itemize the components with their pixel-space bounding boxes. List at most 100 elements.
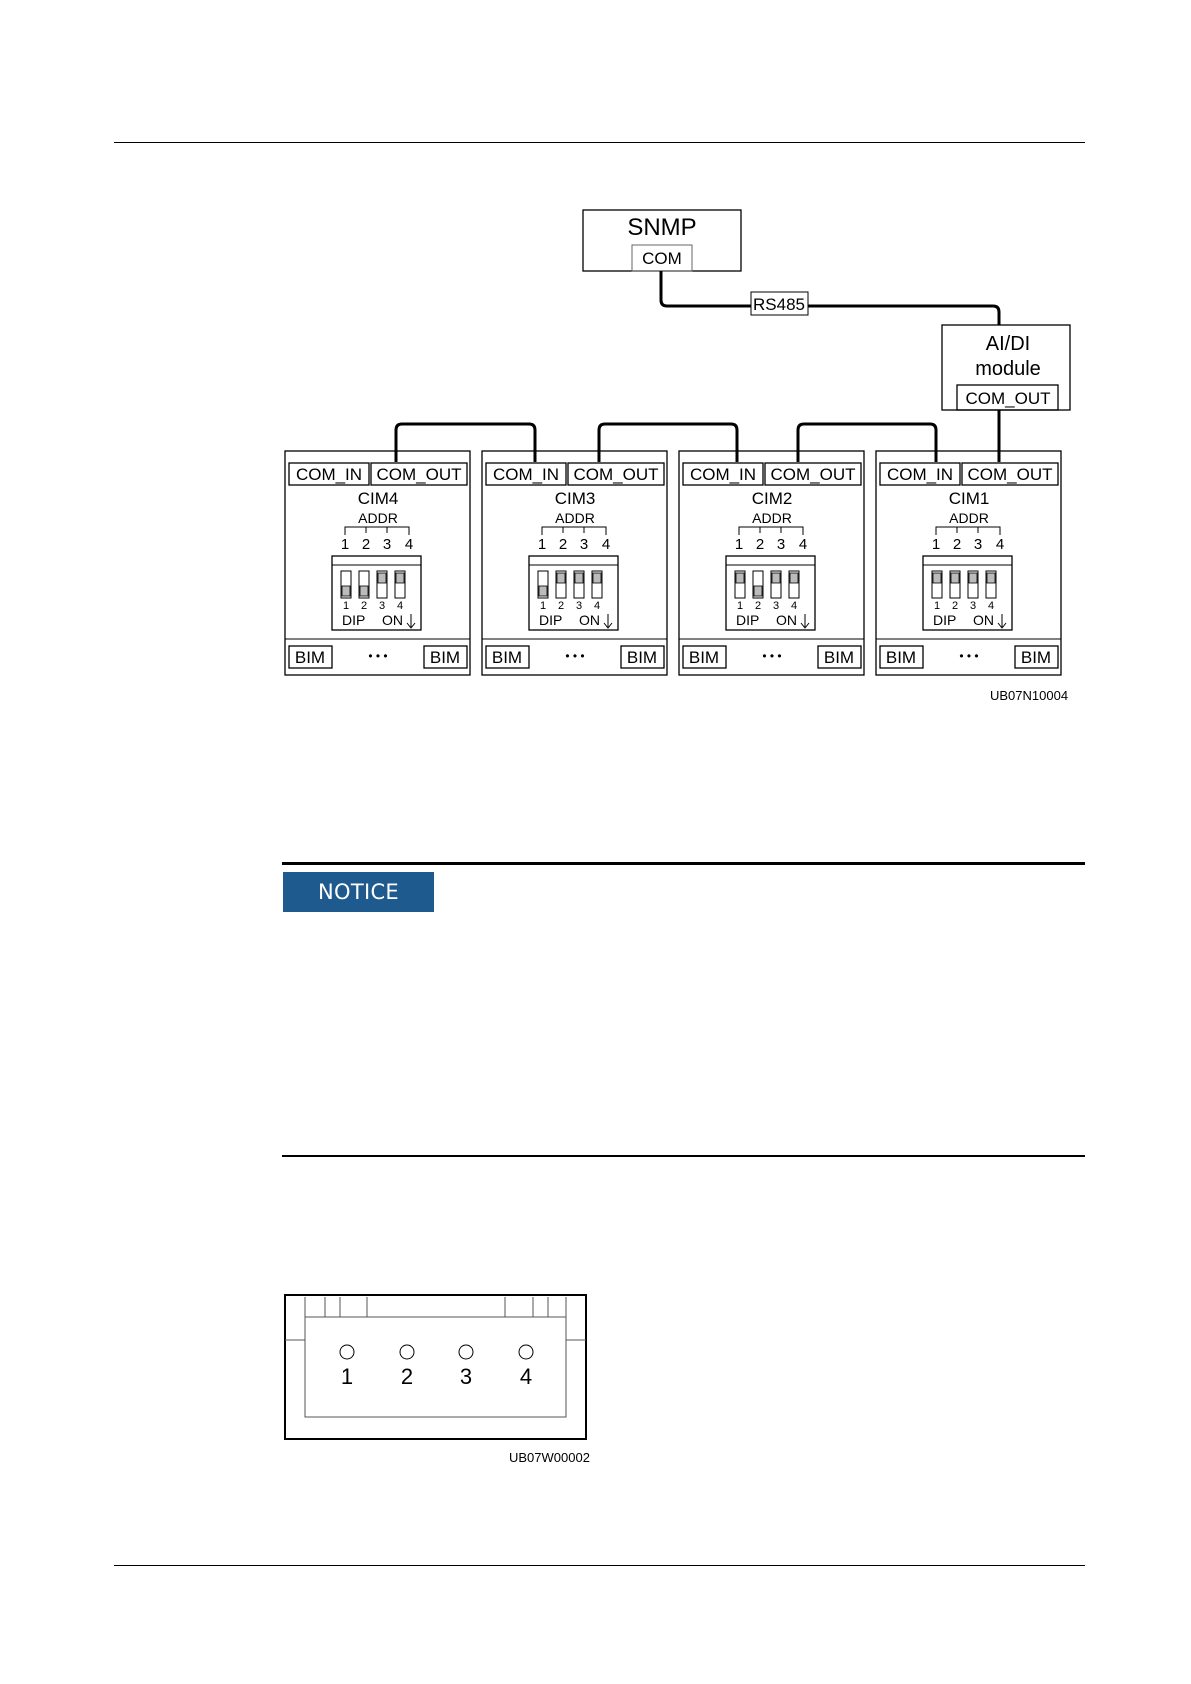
addr-number: 2: [953, 536, 961, 553]
dip-label: DIP: [736, 612, 759, 628]
dip-number: 2: [952, 600, 958, 612]
dip-number: 3: [970, 600, 976, 612]
bim-port-right: [1014, 645, 1059, 669]
com-in-port: [682, 462, 764, 486]
dip-knob-off: [574, 572, 584, 584]
bim-label: BIM: [689, 648, 719, 667]
aidi-com-out-port: [956, 384, 1059, 411]
dip-slot-3: [376, 570, 388, 599]
dip-slot-3: [573, 570, 585, 599]
dip-slot-4: [394, 570, 406, 599]
bim-label: BIM: [295, 648, 325, 667]
cim-name: CIM2: [752, 489, 793, 508]
dip-slot-1: [340, 570, 352, 599]
notice-badge: NOTICE: [283, 872, 434, 912]
dip-number: 3: [379, 600, 385, 612]
com-out-label: COM_OUT: [574, 465, 659, 484]
pin-hole-4: [518, 1344, 534, 1360]
bim-port-left: [879, 645, 924, 669]
header-rule: [114, 142, 1085, 143]
addr-label: ADDR: [752, 510, 792, 526]
dip-knob-off: [932, 572, 942, 584]
connector-outer: [284, 1294, 587, 1440]
dip-number: 4: [988, 600, 994, 612]
dip-switch: [725, 555, 816, 631]
dip-number: 1: [934, 600, 940, 612]
bim-ellipsis: • • •: [959, 649, 978, 663]
addr-number: 3: [580, 536, 588, 553]
down-arrow-icon: [997, 614, 1007, 629]
down-arrow-icon: [603, 614, 613, 629]
bim-port-left: [682, 645, 727, 669]
dip-slot-4: [788, 570, 800, 599]
dip-knob-off: [556, 572, 566, 584]
dip-knob-off: [950, 572, 960, 584]
cim-module-frame: [481, 450, 668, 676]
dip-knob-on: [341, 585, 351, 597]
cim3-cim2-cable: [597, 422, 739, 462]
dip-knob-off: [395, 572, 405, 584]
dip-number: 2: [558, 600, 564, 612]
addr-number: 3: [777, 536, 785, 553]
addr-bracket: [541, 526, 607, 535]
snmp-com-label: COM: [642, 249, 682, 268]
com-out-label: COM_OUT: [968, 465, 1053, 484]
com-in-port: [879, 462, 961, 486]
addr-label: ADDR: [358, 510, 398, 526]
connector-latch-left: [304, 1297, 368, 1317]
dip-slot-2: [358, 570, 370, 599]
addr-bracket: [935, 526, 1001, 535]
addr-number: 1: [735, 536, 743, 553]
addr-number: 4: [405, 536, 413, 553]
dip-slot-1: [734, 570, 746, 599]
connector-inner: [304, 1316, 567, 1418]
dip-knob-off: [968, 572, 978, 584]
aidi-title-line2: module: [975, 358, 1041, 380]
pin-number: 3: [460, 1364, 472, 1389]
dip-number: 1: [540, 600, 546, 612]
dip-number: 2: [755, 600, 761, 612]
dip-number: 1: [343, 600, 349, 612]
dip-knob-off: [377, 572, 387, 584]
dip-slot-2: [752, 570, 764, 599]
on-label: ON: [579, 612, 600, 628]
dip-number: 3: [773, 600, 779, 612]
pin-number: 1: [341, 1364, 353, 1389]
dip-slot-2: [949, 570, 961, 599]
addr-number: 4: [799, 536, 807, 553]
addr-bracket: [344, 526, 410, 535]
dip-slot-1: [931, 570, 943, 599]
dip-number: 2: [361, 600, 367, 612]
rs485-label: RS485: [753, 295, 805, 314]
com-in-label: COM_IN: [493, 465, 559, 484]
dip-label: DIP: [933, 612, 956, 628]
addr-number: 4: [996, 536, 1004, 553]
dip-knob-off: [771, 572, 781, 584]
bim-label: BIM: [886, 648, 916, 667]
down-arrow-icon: [406, 614, 416, 629]
addr-number: 1: [538, 536, 546, 553]
dip-label: DIP: [342, 612, 365, 628]
dip-knob-off: [735, 572, 745, 584]
down-arrow-icon: [800, 614, 810, 629]
bim-port-right: [817, 645, 862, 669]
cim-module-frame: [678, 450, 865, 676]
bim-ellipsis: • • •: [368, 649, 387, 663]
dip-knob-off: [986, 572, 996, 584]
dip-number: 4: [791, 600, 797, 612]
pin-hole-3: [458, 1344, 474, 1360]
dip-slot-1: [537, 570, 549, 599]
figure-id-network: UB07N10004: [990, 688, 1069, 703]
dip-slot-3: [770, 570, 782, 599]
com-out-port: [370, 462, 468, 486]
bim-label: BIM: [1021, 648, 1051, 667]
cim-name: CIM3: [555, 489, 596, 508]
footer-rule: [114, 1565, 1085, 1566]
dip-knob-on: [753, 585, 763, 597]
addr-number: 2: [559, 536, 567, 553]
dip-slot-4: [985, 570, 997, 599]
on-label: ON: [776, 612, 797, 628]
bim-port-left: [288, 645, 333, 669]
